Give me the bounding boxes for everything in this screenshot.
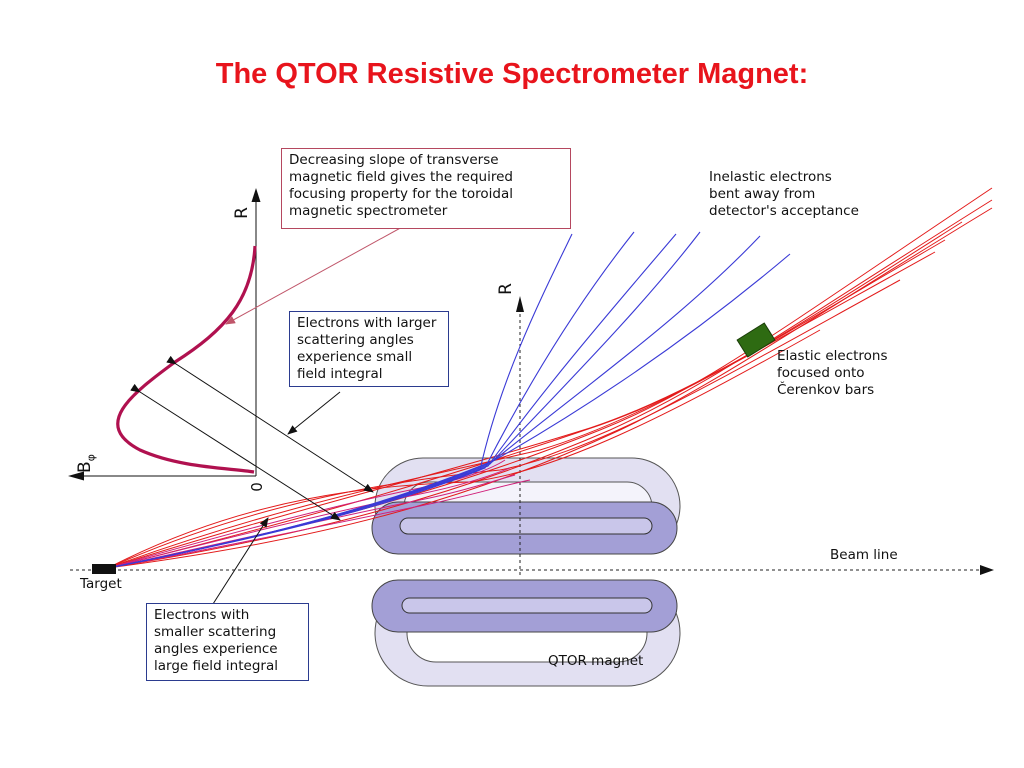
field-b-axis-symbol: B (75, 461, 95, 473)
smaller-angles-annotation-text: Electrons with smaller scattering angles… (154, 607, 278, 674)
inelastic-label: Inelastic electrons bent away from detec… (709, 169, 859, 219)
target-block-icon (92, 564, 116, 574)
elastic-label: Elastic electrons focused onto Čerenkov … (777, 348, 888, 398)
focusing-annotation-text: Decreasing slope of transverse magnetic … (289, 152, 513, 219)
qtor-magnet-label: QTOR magnet (548, 653, 644, 669)
beam-line-arrowhead (980, 565, 994, 575)
magnet-r-axis-label: R (495, 283, 516, 295)
field-origin-label: 0 (247, 482, 266, 492)
target-label: Target (80, 576, 122, 592)
larger-angles-annotation-text: Electrons with larger scattering angles … (297, 315, 437, 382)
inelastic-tracks (107, 231, 791, 569)
focusing-callout-arrow (225, 225, 405, 325)
larger-angles-annotation-box: Electrons with larger scattering angles … (289, 311, 449, 387)
lower-field-integral-arrow (130, 383, 341, 521)
focusing-annotation-box: Decreasing slope of transverse magnetic … (281, 148, 571, 229)
qtor-magnet-lower (371, 579, 681, 687)
field-b-axis-arrowhead (68, 471, 84, 481)
smaller-angle-callout-line (212, 517, 269, 605)
qtor-magnet-upper (371, 457, 681, 555)
larger-angle-callout-line (287, 391, 341, 435)
field-r-axis-arrowhead (251, 188, 261, 202)
slide-title: The QTOR Resistive Spectrometer Magnet: (215, 58, 809, 90)
field-r-axis-label: R (231, 207, 252, 219)
field-b-axis-subscript: φ (84, 454, 98, 462)
smaller-angles-annotation-box: Electrons with smaller scattering angles… (146, 603, 309, 681)
field-curve (116, 245, 257, 474)
beam-line-label: Beam line (830, 547, 898, 563)
magnet-r-axis-arrowhead (516, 296, 524, 312)
field-b-axis-label: Bφ (75, 443, 99, 473)
cerenkov-bar-icon (736, 322, 776, 358)
